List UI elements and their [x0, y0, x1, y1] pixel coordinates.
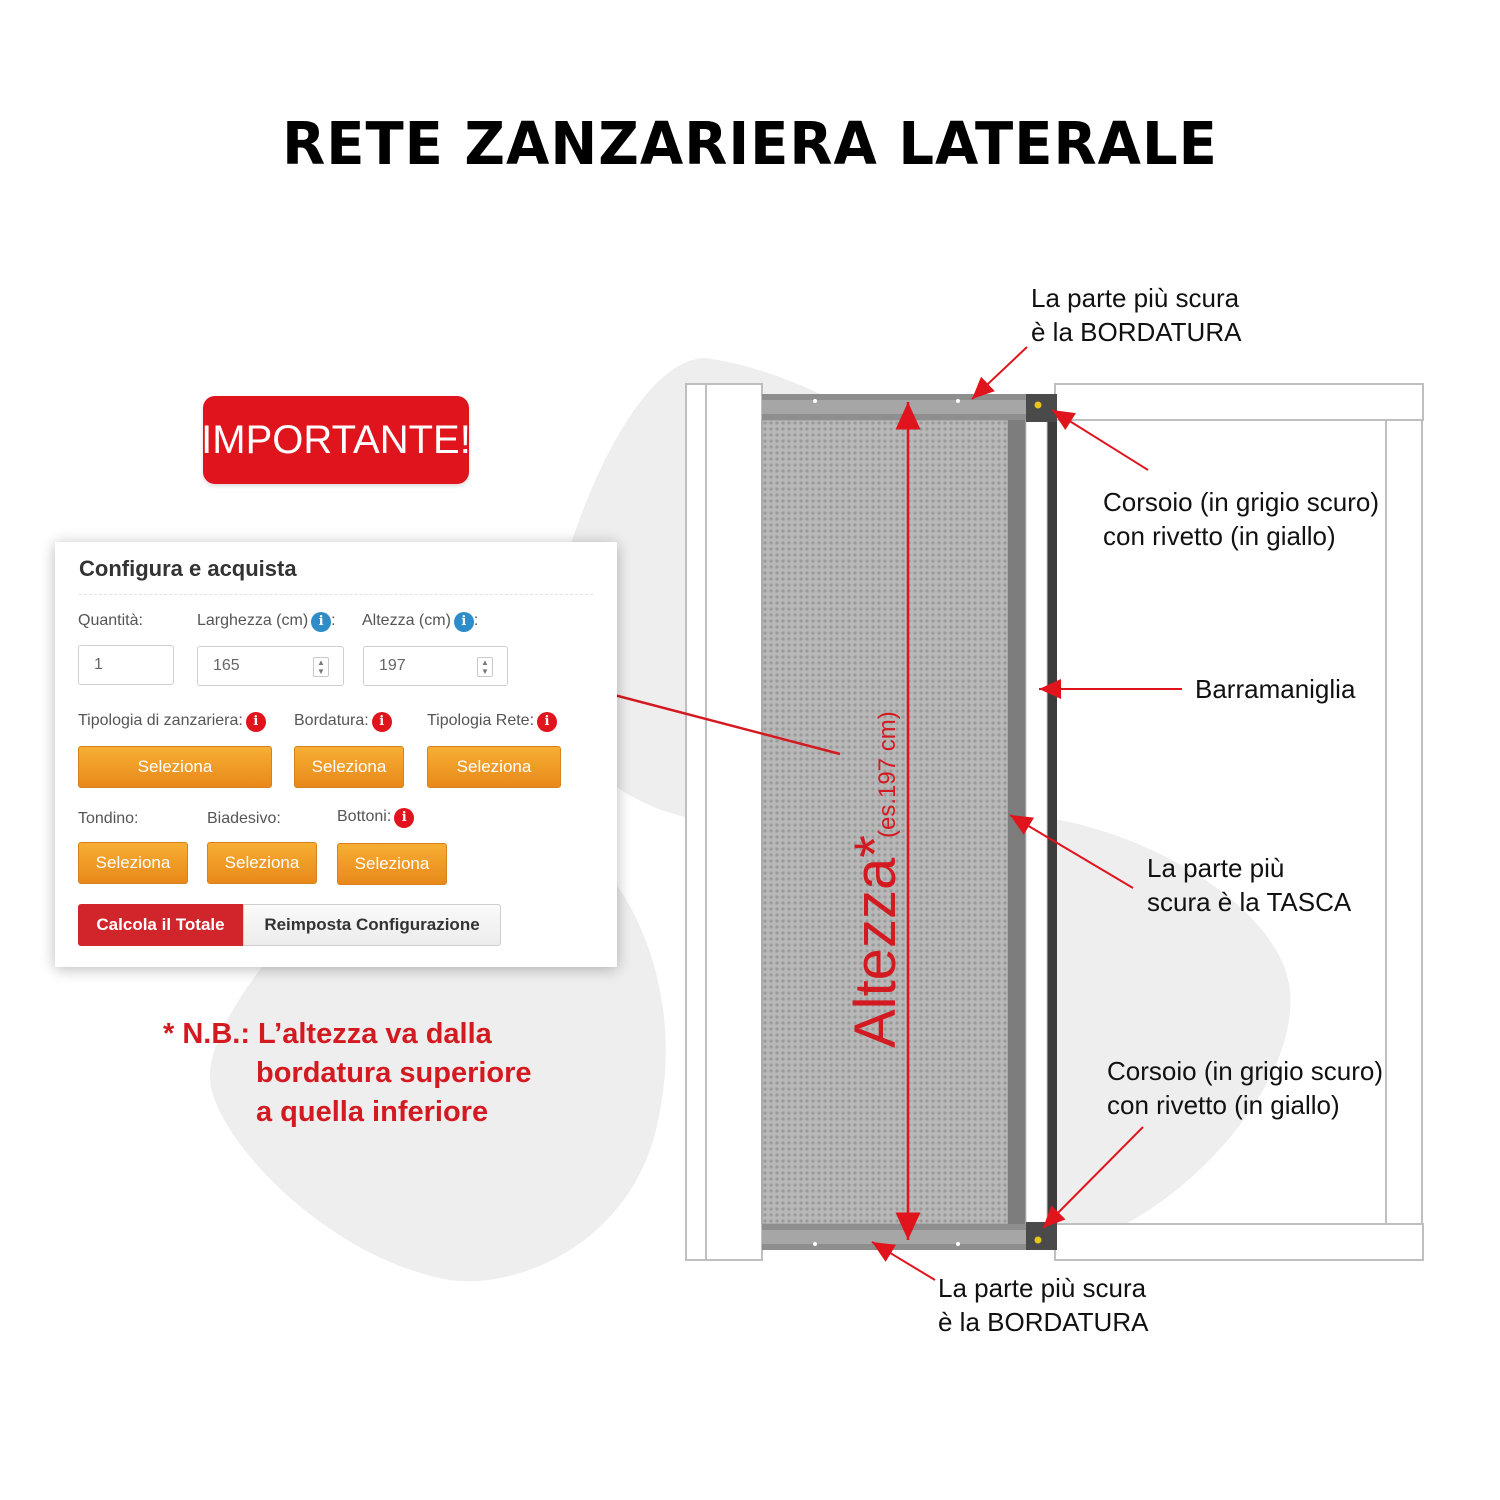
bordatura-select-button[interactable]: Seleziona: [294, 746, 404, 788]
frame-bottom-rail: [1054, 1223, 1424, 1261]
label-colon: :: [473, 612, 479, 629]
arrow-top-border: [971, 346, 1028, 400]
left-box-outer: [685, 383, 707, 1261]
height-big-label: Altezza*: [843, 835, 908, 1048]
callout-line: Barramaniglia: [1195, 674, 1356, 704]
callout-line: è la BORDATURA: [1031, 317, 1242, 347]
height-label-vertical: Altezza*: [842, 835, 909, 1048]
page-title: RETE ZANZARIERA LATERALE: [282, 110, 1218, 179]
tondino-label: Tondino:: [78, 810, 139, 827]
height-value: 197: [379, 657, 406, 674]
width-value: 165: [213, 657, 240, 674]
info-icon[interactable]: i: [394, 808, 415, 828]
bottoni-select-button[interactable]: Seleziona: [337, 843, 447, 885]
panel-title: Configura e acquista: [79, 556, 297, 581]
info-icon[interactable]: i: [245, 712, 266, 732]
calculate-total-button[interactable]: Calcola il Totale: [78, 904, 243, 946]
slider-top: [1026, 394, 1057, 422]
note-line-1: * N.B.: L’altezza va dalla: [163, 1018, 492, 1050]
callout-top-border: La parte più scura è la BORDATURA: [1031, 281, 1241, 349]
height-example-label: (es.197 cm): [874, 711, 901, 838]
frame-right-post: [1385, 419, 1423, 1225]
tondino-select-button[interactable]: Seleziona: [78, 842, 188, 884]
panel-divider: [79, 594, 593, 595]
reset-configuration-button[interactable]: Reimposta Configurazione: [243, 904, 501, 946]
info-icon[interactable]: i: [311, 612, 332, 632]
callout-line: Corsoio (in grigio scuro): [1107, 1056, 1383, 1086]
spinner-icon[interactable]: ▲▼: [313, 657, 329, 677]
height-note: * N.B.: L’altezza va dalla bordatura sup…: [163, 1015, 532, 1132]
tipologia-zanzariera-label-group: Tipologia di zanzariera:i: [78, 712, 266, 732]
tipologia-zanzariera-select-button[interactable]: Seleziona: [78, 746, 272, 788]
important-badge: IMPORTANTE!: [201, 396, 471, 484]
callout-bottom-border: La parte più scura è la BORDATURA: [938, 1271, 1148, 1339]
tipologia-rete-label-group: Tipologia Rete:i: [427, 712, 558, 732]
callout-line: con rivetto (in giallo): [1107, 1090, 1340, 1120]
note-line-3: a quella inferiore: [256, 1096, 489, 1128]
biadesivo-label: Biadesivo:: [207, 810, 281, 827]
arrow-slider-top: [1051, 409, 1149, 471]
callout-line: è la BORDATURA: [938, 1307, 1149, 1337]
bottoni-label-group: Bottoni:i: [337, 808, 415, 828]
callout-slider-top: Corsoio (in grigio scuro) con rivetto (i…: [1103, 485, 1379, 553]
callout-line: con rivetto (in giallo): [1103, 521, 1336, 551]
quantity-input[interactable]: 1: [78, 645, 174, 685]
mesh-net: [761, 419, 1009, 1225]
rivet-top: [1034, 401, 1042, 409]
quantity-label: Quantità:: [78, 612, 143, 629]
spinner-icon[interactable]: ▲▼: [477, 657, 493, 677]
callout-line: Corsoio (in grigio scuro): [1103, 487, 1379, 517]
bordatura-label: Bordatura:: [294, 712, 369, 729]
bordatura-label-group: Bordatura:i: [294, 712, 392, 732]
left-box-inner: [705, 383, 763, 1261]
tipologia-rete-select-button[interactable]: Seleziona: [427, 746, 561, 788]
bottoni-label: Bottoni:: [337, 808, 392, 825]
arrow-bottom-border: [871, 1241, 936, 1281]
arrow-pocket: [1009, 814, 1134, 889]
biadesivo-select-button[interactable]: Seleziona: [207, 842, 317, 884]
tipologia-rete-label: Tipologia Rete:: [427, 712, 535, 729]
callout-slider-bottom: Corsoio (in grigio scuro) con rivetto (i…: [1107, 1054, 1383, 1122]
height-input[interactable]: 197 ▲▼: [363, 646, 508, 686]
callout-line: La parte più scura: [1031, 283, 1240, 313]
width-label-group: Larghezza (cm)i:: [197, 612, 336, 632]
info-icon[interactable]: i: [453, 612, 474, 632]
handle-bar: [1047, 420, 1057, 1224]
width-label: Larghezza (cm): [197, 612, 309, 629]
callout-line: La parte più scura: [938, 1273, 1147, 1303]
callout-handle-bar: Barramaniglia: [1195, 672, 1355, 706]
rivet-bottom: [1034, 1236, 1042, 1244]
slider-bottom: [1026, 1222, 1057, 1250]
arrow-slider-bottom: [1042, 1126, 1144, 1229]
height-label: Altezza (cm): [362, 612, 451, 629]
tipologia-zanzariera-label: Tipologia di zanzariera:: [78, 712, 243, 729]
callout-line: scura è la TASCA: [1147, 887, 1352, 917]
info-icon[interactable]: i: [371, 712, 392, 732]
width-input[interactable]: 165 ▲▼: [197, 646, 344, 686]
callout-pocket: La parte più scura è la TASCA: [1147, 851, 1351, 919]
frame-top-rail: [1054, 383, 1424, 421]
info-icon[interactable]: i: [537, 712, 558, 732]
note-line-2: bordatura superiore: [256, 1057, 532, 1089]
height-label-group: Altezza (cm)i:: [362, 612, 478, 632]
label-colon: :: [331, 612, 336, 629]
callout-line: La parte più: [1147, 853, 1285, 883]
configurator-panel: Configura e acquista Quantità: Larghezza…: [55, 542, 617, 967]
